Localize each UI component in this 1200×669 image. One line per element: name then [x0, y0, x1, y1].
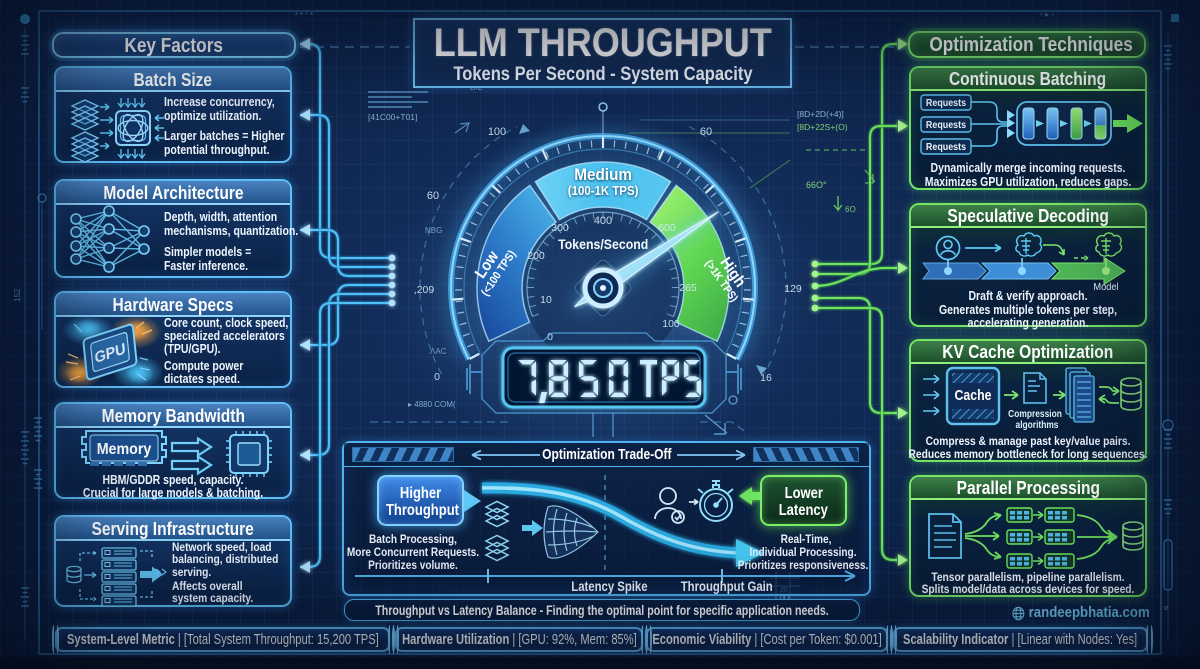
svg-text:,209: ,209: [414, 284, 435, 296]
svg-text:600: 600: [658, 222, 676, 234]
svg-text:300: 300: [551, 222, 569, 234]
svg-text:Requests: Requests: [926, 97, 967, 109]
svg-text:[8D+2D(+4)]: [8D+2D(+4)]: [797, 109, 844, 119]
svg-text:Requests: Requests: [926, 119, 967, 131]
svg-text:152: 152: [13, 288, 22, 302]
svg-text:Cache: Cache: [955, 387, 992, 403]
svg-text:60: 60: [427, 190, 439, 202]
svg-text:400: 400: [594, 215, 612, 227]
svg-text:16: 16: [760, 372, 772, 384]
svg-text:▪ ▪ ▫ ▪: ▪ ▪ ▫ ▪: [295, 9, 313, 18]
svg-text:6O: 6O: [845, 205, 856, 214]
svg-text:▫ ▸ ▫: ▫ ▸ ▫: [1040, 10, 1054, 19]
svg-text:0: 0: [547, 331, 553, 343]
svg-text:▸ 4880 COM(: ▸ 4880 COM(: [408, 400, 456, 409]
svg-text:ΛAC: ΛAC: [430, 347, 447, 356]
svg-text:200: 200: [527, 250, 545, 262]
svg-text:129: 129: [784, 283, 802, 295]
svg-text:NBG: NBG: [425, 226, 442, 235]
svg-text:[41C00+T01]: [41C00+T01]: [368, 112, 417, 122]
svg-text:Memory: Memory: [97, 442, 152, 459]
svg-text:265: 265: [679, 282, 697, 294]
svg-text:66O°: 66O°: [806, 180, 827, 190]
svg-text:100: 100: [662, 318, 680, 330]
svg-text:0: 0: [434, 371, 440, 383]
svg-text:100: 100: [488, 126, 506, 138]
svg-text:⌀: ⌀: [1164, 603, 1169, 612]
svg-text:0O: 0O: [780, 595, 790, 602]
svg-text:Model: Model: [1093, 282, 1118, 294]
svg-text:10: 10: [540, 294, 552, 306]
svg-text:Requests: Requests: [926, 141, 967, 153]
svg-text:[8D+22S+(O): [8D+22S+(O): [797, 122, 848, 132]
svg-text:60: 60: [700, 126, 712, 138]
